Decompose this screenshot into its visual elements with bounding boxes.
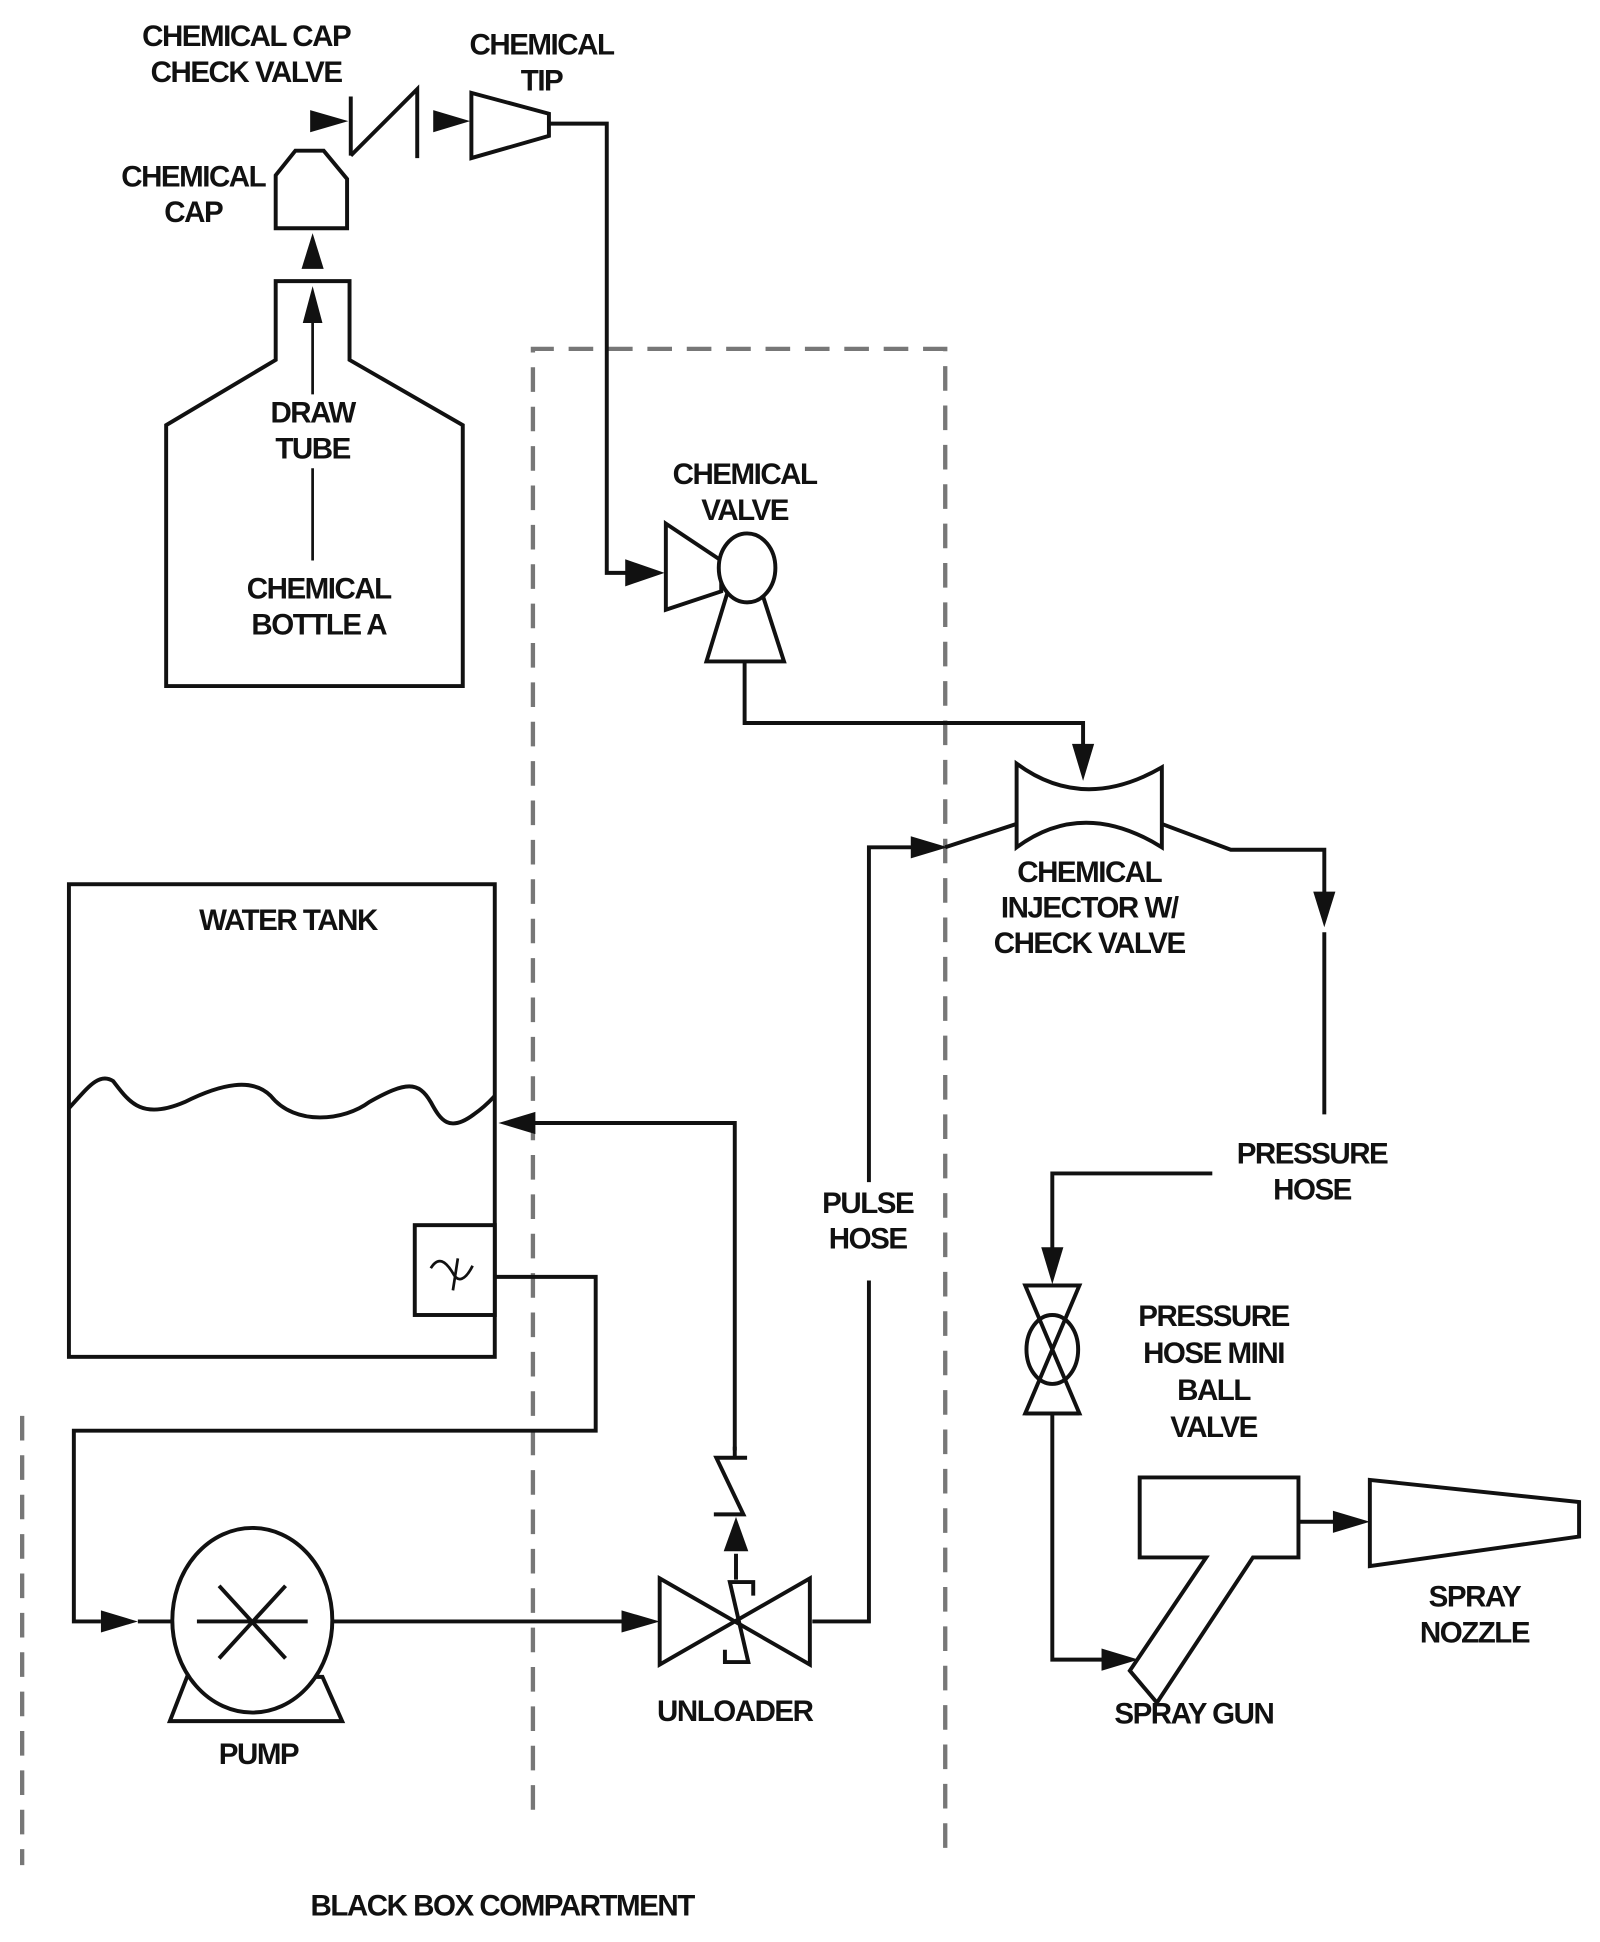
pulse-hose-line-upper: [866, 845, 917, 1183]
arrow-right-icon: [100, 1610, 138, 1633]
arrow-right-icon: [1101, 1648, 1139, 1671]
arrow-down-icon: [1313, 891, 1336, 928]
arrow-left-icon: [498, 1111, 536, 1135]
black-box-compartment-border: [20, 346, 948, 1866]
arrow-right-icon: [310, 110, 349, 133]
check-valve-icon: [310, 84, 471, 159]
pressure-hose-line: [1161, 822, 1327, 893]
label-water-tank: WATER TANK: [199, 904, 379, 937]
ball-valve-icon: [1022, 1283, 1083, 1416]
chemical-tip-icon: [469, 90, 551, 161]
label-pump: PUMP: [219, 1738, 299, 1771]
arrow-right-icon: [1332, 1510, 1370, 1533]
water-tank-icon: [66, 882, 497, 1359]
arrow-right-icon: [621, 1610, 660, 1633]
spray-gun-icon: [1127, 1475, 1301, 1706]
arrow-down-icon: [1072, 743, 1095, 781]
bypass-return-line: [531, 1121, 737, 1451]
chemical-feed-line: [742, 661, 1086, 752]
arrow-right-icon: [625, 559, 665, 587]
pulse-hose-line: [812, 1280, 871, 1624]
tank-outlet-line: [71, 1274, 598, 1624]
draw-tube: [302, 286, 323, 561]
gun-feed-line: [1050, 1413, 1108, 1662]
chemical-valve-icon: [663, 519, 787, 664]
pressure-hose-to-valve: [1050, 1171, 1213, 1250]
arrow-up-icon: [302, 286, 323, 323]
chemical-bottle-icon: [164, 279, 465, 689]
chemical-injector-icon: [1014, 759, 1164, 852]
chemical-cap-icon: [273, 148, 350, 231]
pump-icon: [166, 1525, 346, 1724]
chemical-line: [548, 121, 631, 575]
spray-nozzle-icon: [1367, 1477, 1582, 1569]
arrow-right-icon: [910, 836, 948, 859]
arrow-up-icon: [723, 1516, 749, 1552]
label-spray-gun: SPRAY GUN: [1114, 1698, 1273, 1731]
arrow-down-icon: [1041, 1247, 1064, 1285]
label-unloader: UNLOADER: [657, 1695, 814, 1728]
arrow-up-icon: [301, 233, 324, 269]
unloader-icon: [657, 1446, 812, 1668]
injector-inlet-line: [944, 822, 1018, 850]
arrow-right-icon: [433, 110, 471, 133]
label-black-box-compartment: BLACK BOX COMPARTMENT: [311, 1890, 696, 1923]
